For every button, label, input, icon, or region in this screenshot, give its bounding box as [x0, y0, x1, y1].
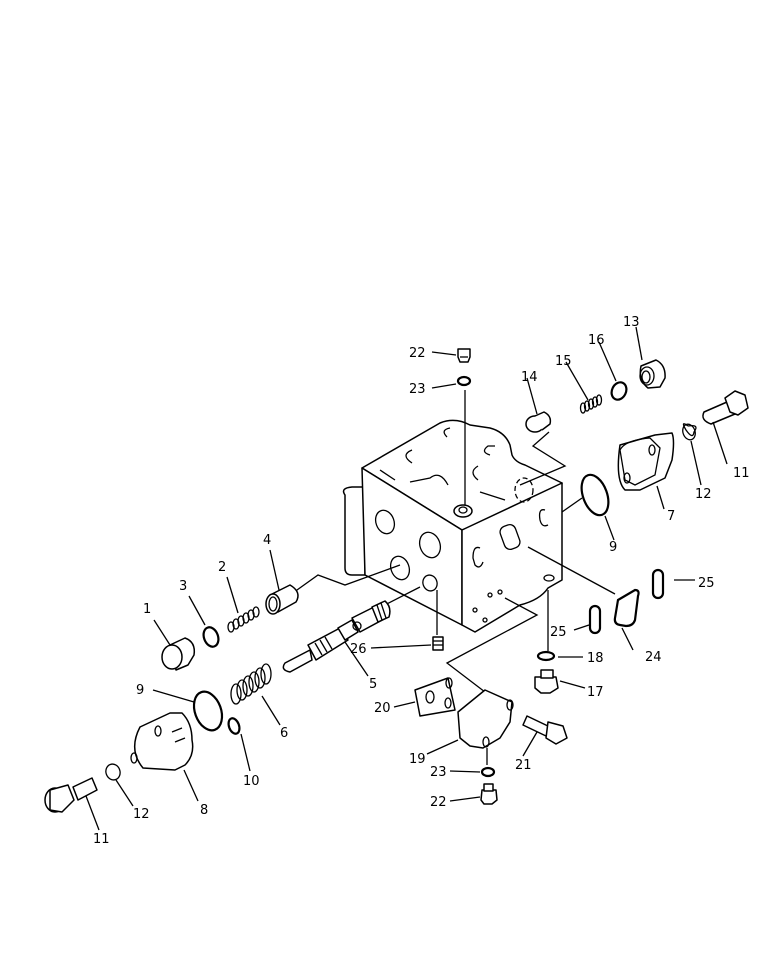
callout-3: 3 [179, 579, 187, 594]
callout-24: 24 [645, 650, 662, 665]
callout-7: 7 [667, 509, 675, 524]
part-23-oring-bottom [480, 766, 496, 778]
callout-12-right: 12 [695, 487, 712, 502]
callout-2: 2 [218, 560, 226, 575]
callout-9-right: 9 [609, 540, 617, 555]
part-22-plug-top [457, 348, 471, 363]
callout-6: 6 [280, 726, 288, 741]
part-21-bolt [522, 715, 568, 745]
callout-23-bottom: 23 [430, 765, 447, 780]
part-9-oring-left [192, 690, 224, 732]
callout-23-top: 23 [409, 382, 426, 397]
callout-22-top: 22 [409, 346, 426, 361]
part-18-oring [536, 650, 556, 662]
callout-12-left: 12 [133, 807, 150, 822]
part-15-spring [579, 394, 603, 414]
part-9-oring-right [580, 473, 610, 517]
callout-labels: 1 2 3 4 5 6 7 8 9 9 10 11 11 12 12 13 14… [93, 315, 750, 847]
part-25-gasket-right [651, 568, 665, 600]
part-12-washer-right [682, 423, 697, 437]
valve-body [342, 419, 563, 633]
callout-13: 13 [623, 315, 640, 330]
callout-20: 20 [374, 701, 391, 716]
callout-10: 10 [243, 774, 260, 789]
callout-26: 26 [350, 642, 367, 657]
part-16-oring [610, 381, 628, 401]
part-24-gasket [613, 588, 640, 628]
part-6-spring [230, 663, 272, 705]
part-12-washer-left [105, 763, 121, 781]
callout-9-left: 9 [136, 683, 144, 698]
callout-19: 19 [409, 752, 426, 767]
callout-16: 16 [588, 333, 605, 348]
part-26-plug [432, 636, 444, 651]
callout-1: 1 [143, 602, 151, 617]
callout-17: 17 [587, 685, 604, 700]
part-2-spring [227, 606, 260, 633]
part-13-plug [639, 359, 666, 389]
callout-5: 5 [369, 677, 377, 692]
callout-11-left: 11 [93, 832, 110, 847]
part-17-plug [534, 669, 559, 694]
part-4-sleeve [265, 584, 299, 615]
callout-15: 15 [555, 354, 572, 369]
part-10-oring [227, 717, 241, 735]
part-25-gasket-left [588, 604, 602, 635]
callout-11-right: 11 [733, 466, 750, 481]
part-3-oring [202, 626, 220, 648]
part-5-spool [282, 600, 391, 673]
callout-leaders [85, 326, 728, 831]
part-1-plug [161, 637, 196, 671]
part-14-cap [525, 411, 552, 433]
callout-8: 8 [200, 803, 208, 818]
part-7-flange [617, 432, 675, 491]
callout-18: 18 [587, 651, 604, 666]
callout-22-bottom: 22 [430, 795, 447, 810]
callout-21: 21 [515, 758, 532, 773]
callout-25-right: 25 [698, 576, 715, 591]
part-11-bolt-left [44, 777, 98, 813]
callout-4: 4 [263, 533, 271, 548]
part-23-oring-top [456, 375, 472, 387]
callout-14: 14 [521, 370, 538, 385]
part-19-block [457, 689, 514, 765]
callout-25-left: 25 [550, 625, 567, 640]
part-8-flange [130, 712, 194, 771]
part-22-plug-bottom [480, 783, 498, 805]
part-11-bolt-right [702, 390, 749, 425]
part-20-gasket-plate [414, 677, 456, 717]
